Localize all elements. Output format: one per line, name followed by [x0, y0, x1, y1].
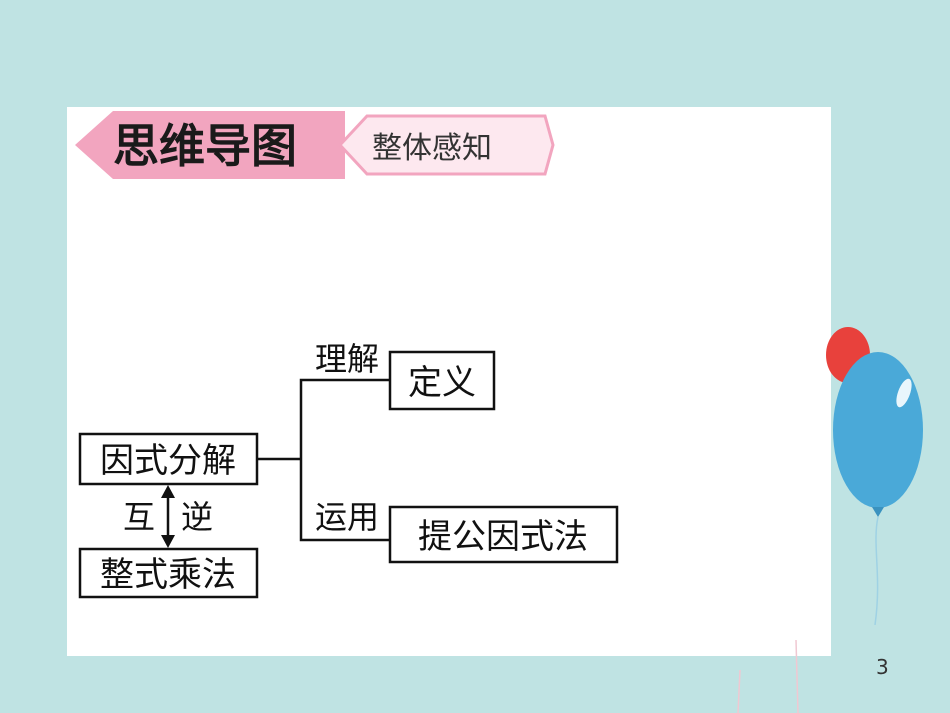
balloon-highlight [896, 378, 912, 408]
balloon-knot [872, 507, 884, 517]
subtitle-banner-bg [337, 114, 555, 176]
edge-label-mutual: 互 [123, 498, 155, 536]
balloon-string [874, 516, 879, 625]
method-node-label: 提公因式法 [418, 517, 588, 557]
page-number: 3 [876, 655, 889, 679]
branch-connector [299, 378, 390, 542]
inverse-node-label: 整式乘法 [100, 555, 236, 595]
edge-label-apply: 运用 [315, 498, 379, 536]
mind-map: 因式分解 整式乘法 定义 提公因式法 理解 运用 互 逆 [78, 340, 619, 599]
root-node-box [78, 432, 259, 486]
header-subtitle: 整体感知 [372, 131, 492, 166]
root-node-label: 因式分解 [100, 441, 236, 481]
balloon-decoration [826, 327, 923, 625]
method-node-box [388, 505, 619, 564]
edge-label-understand: 理解 [315, 340, 379, 378]
header-banner: 思维导图 整体感知 [75, 111, 555, 179]
inverse-node-box [78, 547, 259, 599]
header-title: 思维导图 [113, 119, 297, 173]
blue-balloon [833, 352, 923, 508]
arrow-down-head [161, 535, 175, 548]
title-banner-bg [75, 111, 345, 179]
arrow-up-head [161, 485, 175, 498]
edge-label-reverse: 逆 [181, 498, 213, 536]
definition-node-label: 定义 [408, 363, 476, 403]
decorative-lines [737, 640, 799, 713]
definition-node-box [388, 350, 496, 411]
